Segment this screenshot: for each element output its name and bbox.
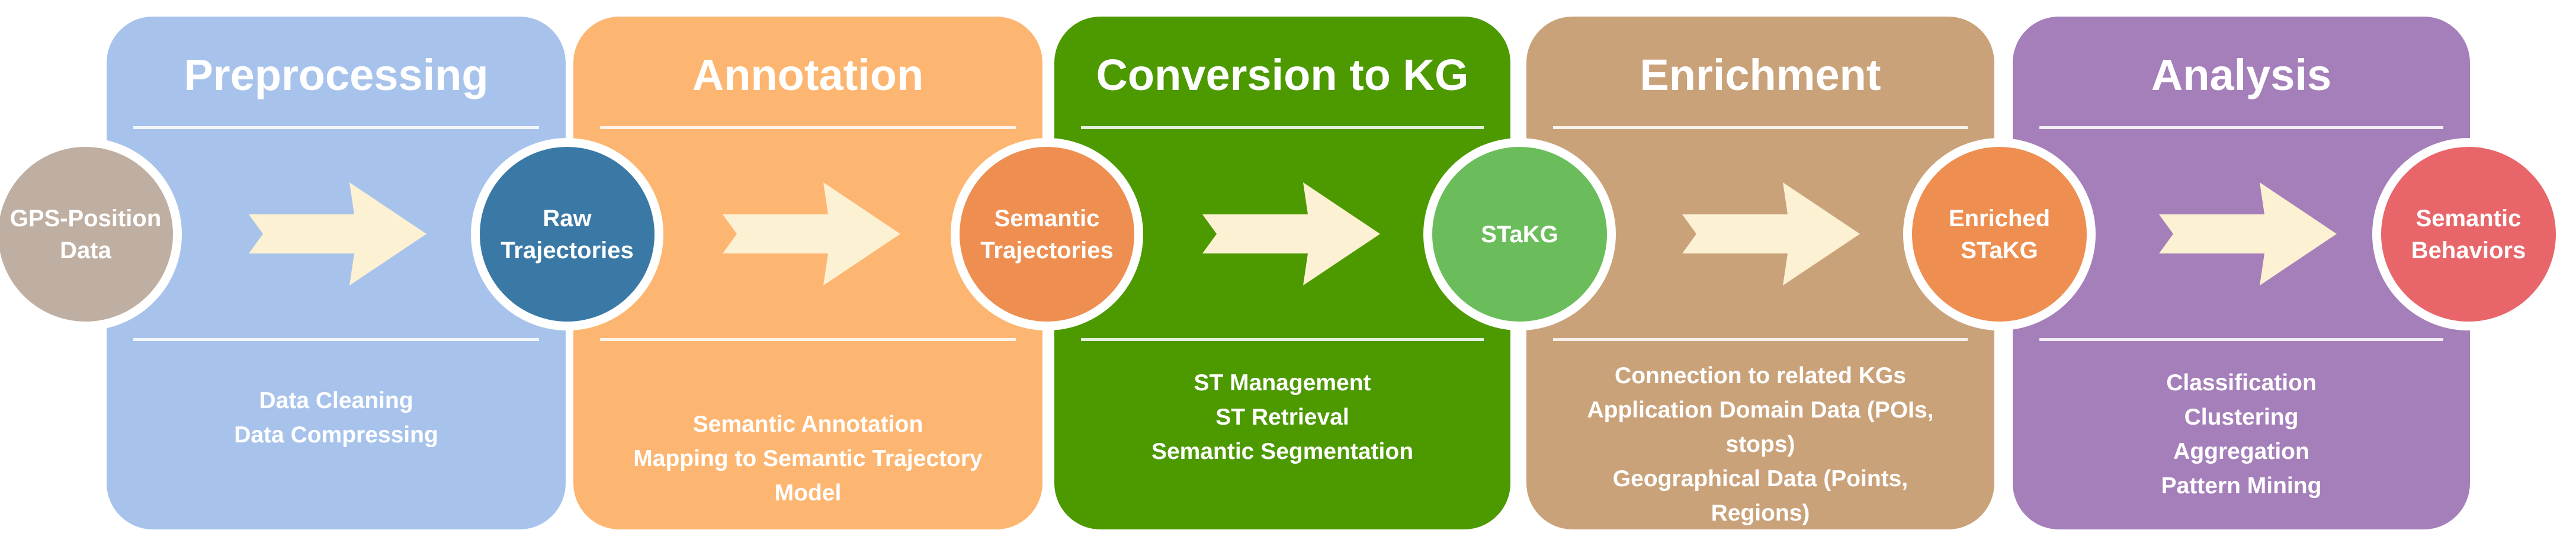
- node-semantic-trajectories: Semantic Trajectories: [951, 138, 1143, 330]
- divider: [2039, 126, 2443, 129]
- desc-line: Semantic Segmentation: [1151, 439, 1414, 464]
- arrow-right-icon: [1682, 182, 1860, 285]
- arrow-shape: [1202, 182, 1380, 285]
- desc-line: Application Domain Data (POIs,: [1587, 397, 1934, 423]
- desc-line: Aggregation: [2173, 439, 2309, 464]
- arrow-shape: [1682, 182, 1860, 285]
- arrow-shape: [723, 182, 900, 285]
- divider: [2039, 338, 2443, 341]
- divider: [600, 126, 1016, 129]
- node-label: Enriched: [1948, 205, 2051, 232]
- node-label: Semantic: [994, 205, 1100, 232]
- stage-description: Semantic Annotation Mapping to Semantic …: [591, 407, 1025, 510]
- stage-title: Analysis: [2151, 50, 2332, 99]
- stage-description: ST Management ST Retrieval Semantic Segm…: [1072, 366, 1493, 469]
- node-label: Semantic: [2415, 205, 2522, 232]
- node-label: Trajectories: [501, 237, 634, 264]
- desc-line: Regions): [1711, 500, 1810, 526]
- divider: [133, 126, 539, 129]
- node-stakg: STaKG: [1423, 138, 1616, 330]
- divider: [600, 338, 1016, 341]
- desc-line: Pattern Mining: [2161, 473, 2322, 499]
- desc-line: stops): [1725, 432, 1795, 457]
- divider: [1553, 338, 1968, 341]
- arrow-right-icon: [2159, 182, 2337, 285]
- node-label: Trajectories: [980, 237, 1114, 264]
- node-label: GPS-Position: [9, 205, 162, 232]
- node-label: Behaviors: [2411, 237, 2526, 264]
- desc-line: Classification: [2166, 370, 2317, 396]
- divider: [133, 338, 539, 341]
- desc-line: Clustering: [2184, 404, 2299, 430]
- stage-title: Annotation: [692, 50, 924, 99]
- node-enriched-stakg: Enriched STaKG: [1903, 138, 2096, 330]
- desc-line: Model: [774, 480, 842, 506]
- stage-description: Connection to related KGs Application Do…: [1544, 359, 1977, 531]
- arrow-right-icon: [723, 182, 900, 285]
- divider: [1081, 126, 1484, 129]
- desc-line: ST Management: [1194, 370, 1371, 396]
- desc-line: Geographical Data (Points,: [1612, 466, 1908, 492]
- desc-line: Connection to related KGs: [1615, 363, 1906, 388]
- stage-title: Enrichment: [1640, 50, 1881, 99]
- divider: [1553, 126, 1968, 129]
- arrow-right-icon: [1202, 182, 1380, 285]
- node-label: STaKG: [1961, 237, 2038, 264]
- stage-title: Conversion to KG: [1096, 50, 1469, 99]
- arrow-shape: [249, 182, 426, 285]
- desc-line: Mapping to Semantic Trajectory: [633, 446, 983, 471]
- node-semantic-behaviors: Semantic Behaviors: [2372, 138, 2565, 330]
- node-raw-trajectories: Raw Trajectories: [471, 138, 663, 330]
- node-label: Raw: [543, 205, 592, 232]
- stage-title: Preprocessing: [184, 50, 489, 99]
- stage-description: Data Cleaning Data Compressing: [124, 384, 548, 452]
- node-label: STaKG: [1481, 221, 1558, 248]
- desc-line: Data Compressing: [234, 422, 438, 448]
- stage-description: Classification Clustering Aggregation Pa…: [2030, 366, 2452, 503]
- desc-line: ST Retrieval: [1215, 404, 1349, 430]
- arrow-right-icon: [249, 182, 426, 285]
- node-label: Data: [60, 237, 111, 264]
- desc-line: Data Cleaning: [259, 388, 413, 413]
- arrow-shape: [2159, 182, 2337, 285]
- desc-line: Semantic Annotation: [692, 412, 923, 437]
- divider: [1081, 338, 1484, 341]
